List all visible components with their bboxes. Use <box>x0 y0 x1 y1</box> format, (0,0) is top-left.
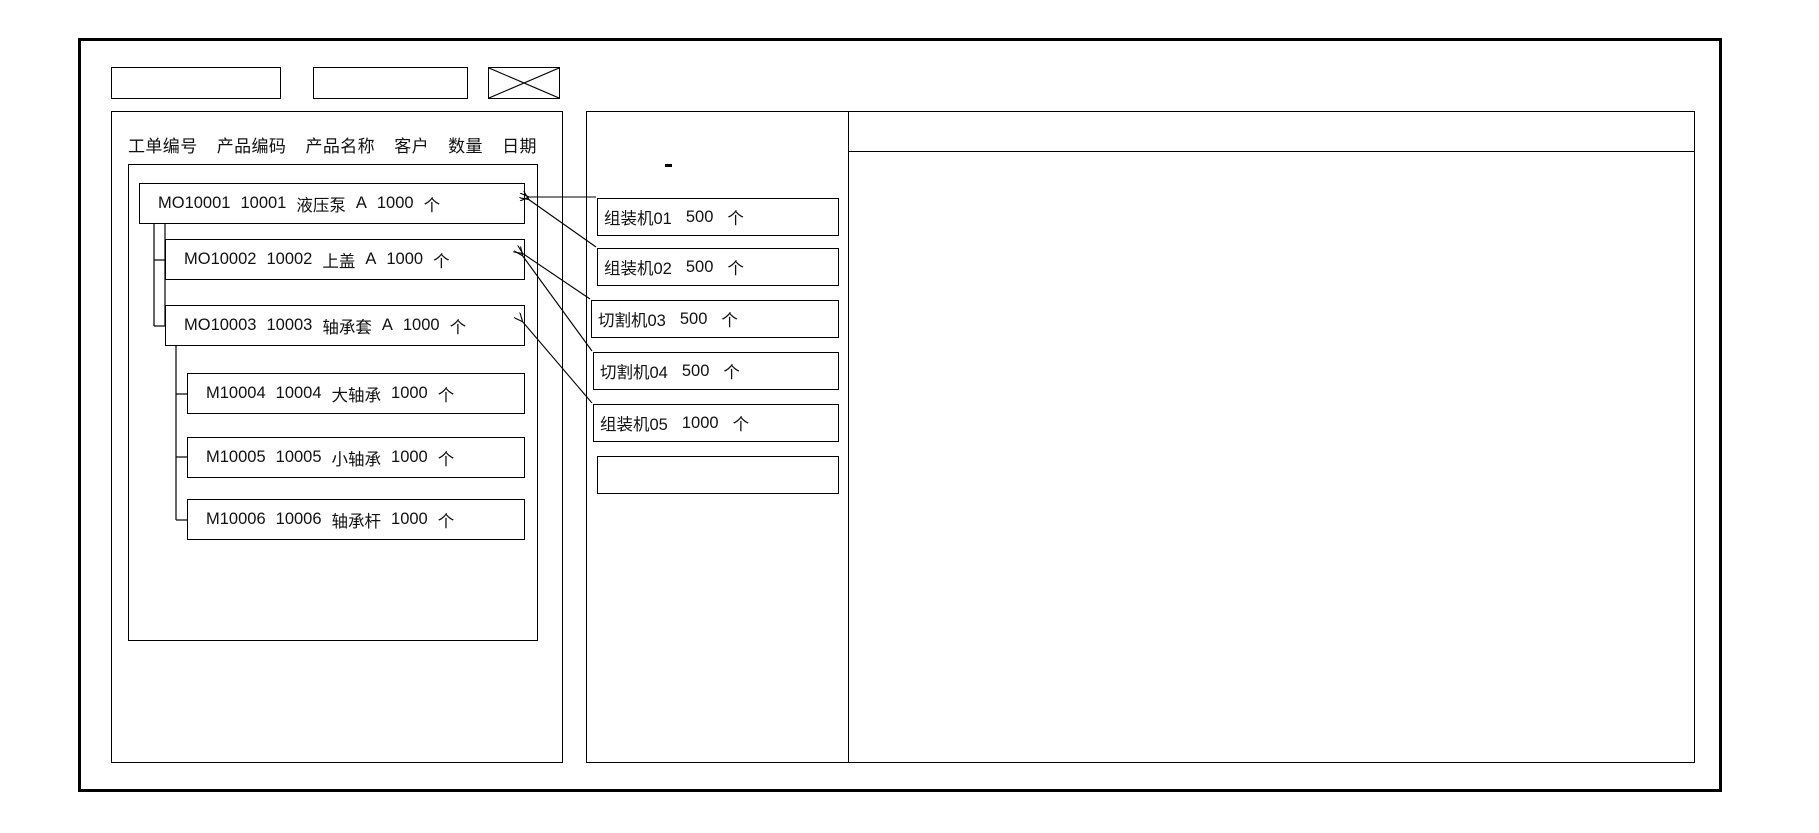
cell-unit: 个 <box>449 318 467 337</box>
list-item[interactable]: 组装机01 500 个 <box>597 198 839 236</box>
cell-order-no: M10005 <box>206 448 266 466</box>
crossed-box-glyph <box>489 68 559 98</box>
cell-product-code: 10004 <box>275 384 322 402</box>
detail-panel-body <box>849 152 1694 762</box>
machine-panel-marker <box>665 164 672 167</box>
cell-unit: 个 <box>423 196 441 215</box>
column-header-quantity: 数量 <box>448 137 483 156</box>
cell-unit: 个 <box>437 386 455 405</box>
cell-quantity: 1000 <box>391 510 428 528</box>
cell-unit: 个 <box>437 512 455 531</box>
table-row[interactable]: M10005 10005 小轴承 1000 个 <box>187 437 525 478</box>
toolbar-field-1[interactable] <box>111 67 281 99</box>
work-order-tree: MO10001 10001 液压泵 A 1000 个 MO10002 10002… <box>128 164 538 641</box>
table-row[interactable]: M10006 10006 轴承杆 1000 个 <box>187 499 525 540</box>
cell-order-no: MO10001 <box>158 194 231 212</box>
toolbar-field-2[interactable] <box>313 67 468 99</box>
cell-product-name: 轴承套 <box>322 318 372 337</box>
cell-product-name: 轴承杆 <box>331 512 382 531</box>
list-item[interactable]: 组装机02 500 个 <box>597 248 839 286</box>
toolbar <box>111 67 1671 103</box>
cell-machine: 组装机02 <box>604 260 672 278</box>
detail-panel-header <box>849 112 1694 152</box>
column-header-order-no: 工单编号 <box>128 137 198 156</box>
column-header-date: 日期 <box>502 137 537 156</box>
cell-product-name: 大轴承 <box>331 386 382 405</box>
cell-order-no: MO10002 <box>184 250 257 268</box>
cell-product-name: 上盖 <box>322 252 356 271</box>
app-window: 工单编号 产品编码 产品名称 客户 数量 日期 <box>78 38 1722 792</box>
cell-machine: 切割机03 <box>598 312 666 330</box>
cell-machine: 组装机01 <box>604 210 672 228</box>
cell-unit: 个 <box>727 210 744 228</box>
work-order-panel: 工单编号 产品编码 产品名称 客户 数量 日期 <box>111 111 563 763</box>
cell-unit: 个 <box>721 312 738 330</box>
crossed-box-icon[interactable] <box>488 67 560 99</box>
cell-quantity: 1000 <box>681 413 719 432</box>
cell-product-name: 液压泵 <box>296 196 346 215</box>
cell-quantity: 1000 <box>391 384 428 402</box>
cell-quantity: 500 <box>685 257 714 276</box>
table-row[interactable]: M10004 10004 大轴承 1000 个 <box>187 373 525 414</box>
cell-customer: A <box>365 250 377 268</box>
cell-unit: 个 <box>723 364 740 382</box>
cell-customer: A <box>381 316 393 334</box>
cell-product-code: 10003 <box>266 316 313 334</box>
cell-quantity: 500 <box>679 309 708 328</box>
cell-unit: 个 <box>727 260 744 278</box>
cell-order-no: M10006 <box>206 510 266 528</box>
list-item-empty[interactable] <box>597 456 839 494</box>
cell-machine: 组装机05 <box>600 416 668 434</box>
cell-product-name: 小轴承 <box>331 450 382 469</box>
cell-quantity: 1000 <box>386 250 424 268</box>
detail-panel <box>848 111 1695 763</box>
column-header-product-code: 产品编码 <box>216 137 287 156</box>
cell-order-no: MO10003 <box>184 316 257 334</box>
cell-product-code: 10002 <box>266 250 313 268</box>
table-row[interactable]: MO10001 10001 液压泵 A 1000 个 <box>139 183 525 224</box>
cell-order-no: M10004 <box>206 384 266 402</box>
cell-product-code: 10006 <box>275 510 322 528</box>
cell-unit: 个 <box>437 450 455 469</box>
cell-product-code: 10005 <box>275 448 322 466</box>
cell-product-code: 10001 <box>240 194 287 212</box>
cell-quantity: 500 <box>681 361 710 380</box>
list-item[interactable]: 切割机03 500 个 <box>591 300 839 338</box>
list-item[interactable]: 组装机05 1000 个 <box>593 404 839 442</box>
column-header-customer: 客户 <box>394 137 430 156</box>
cell-unit: 个 <box>732 416 750 434</box>
cell-quantity: 1000 <box>402 316 440 334</box>
table-row[interactable]: MO10003 10003 轴承套 A 1000 个 <box>165 305 525 346</box>
machine-panel: 组装机01 500 个 组装机02 500 个 切割机03 500 个 切割机0… <box>586 111 874 763</box>
cell-machine: 切割机04 <box>600 364 668 382</box>
list-item[interactable]: 切割机04 500 个 <box>593 352 839 390</box>
cell-quantity: 500 <box>685 207 714 226</box>
column-header-product-name: 产品名称 <box>305 137 376 156</box>
cell-customer: A <box>355 194 367 212</box>
table-row[interactable]: MO10002 10002 上盖 A 1000 个 <box>165 239 525 280</box>
cell-quantity: 1000 <box>376 194 414 212</box>
cell-quantity: 1000 <box>391 448 428 466</box>
cell-unit: 个 <box>433 252 450 271</box>
work-order-column-headers: 工单编号 产品编码 产品名称 客户 数量 日期 <box>128 132 537 157</box>
